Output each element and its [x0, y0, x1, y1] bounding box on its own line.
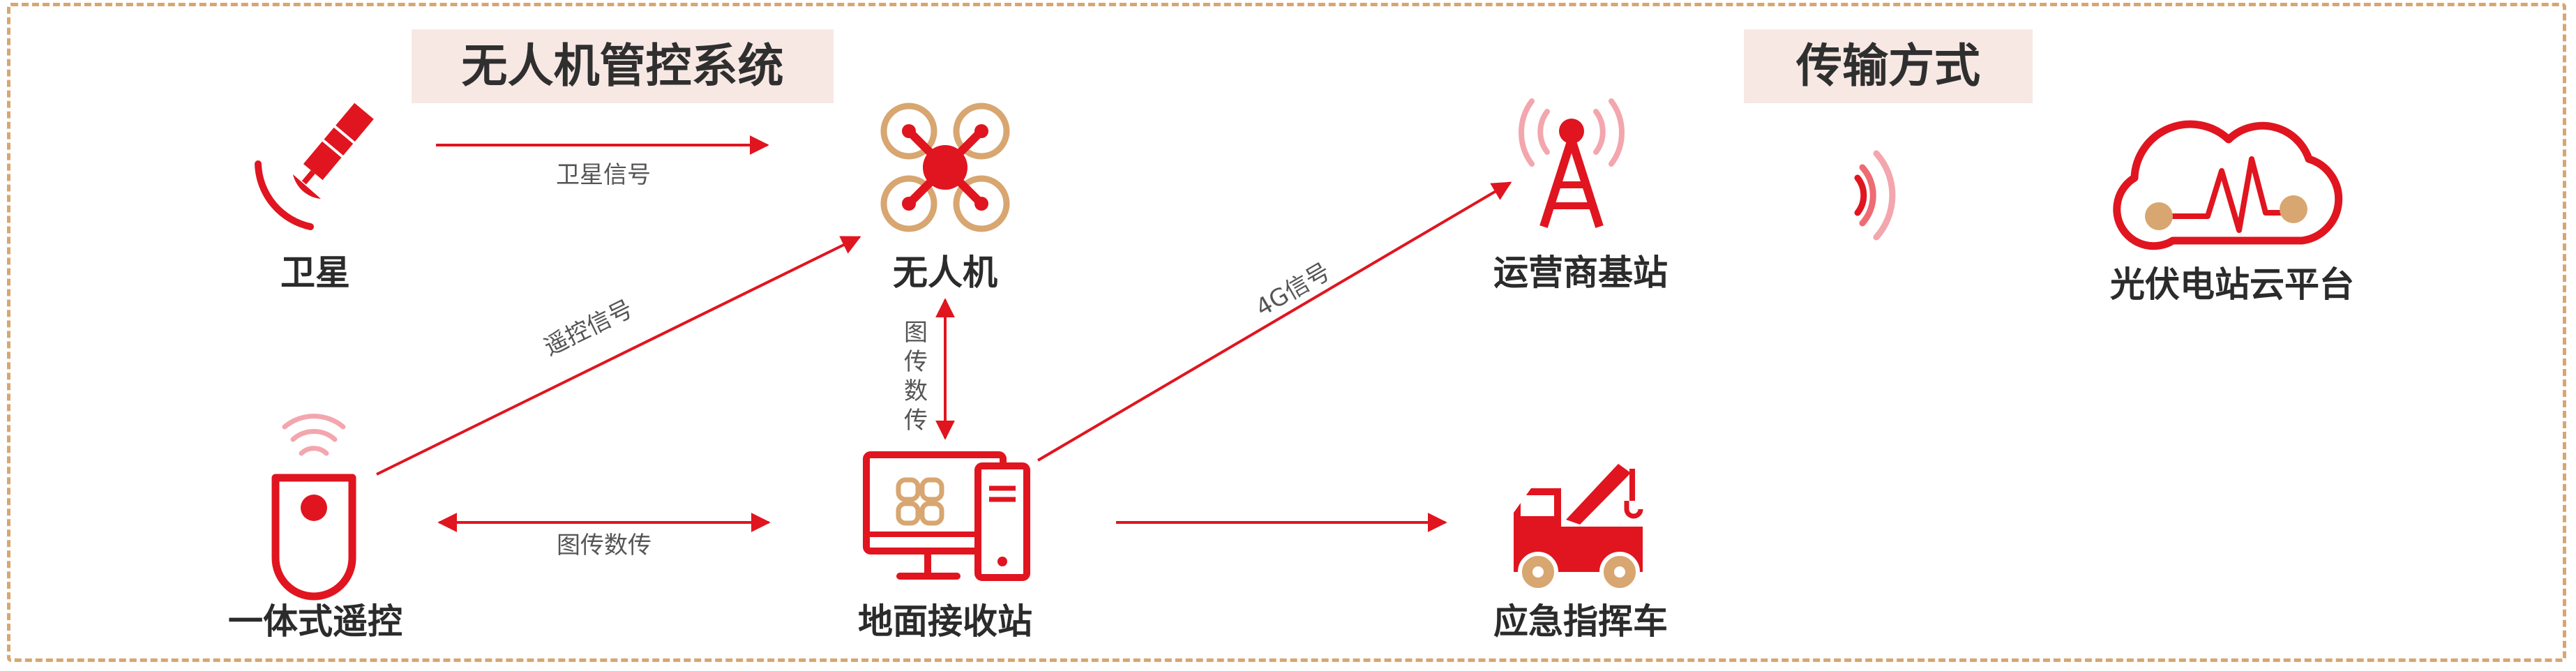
edge-remote-to-drone [376, 236, 861, 476]
node-label-cloud-platform: 光伏电站云平台 [2110, 264, 2354, 305]
node-label-drone: 无人机 [893, 252, 997, 293]
edge-label-image-transfer-vertical: 图传数传 [904, 319, 928, 435]
node-label-ground-station: 地面接收站 [858, 601, 1032, 642]
drone-icon [880, 103, 1010, 232]
node-label-command-vehicle: 应急指挥车 [1493, 601, 1668, 642]
edge-ground-to-basestation [1037, 181, 1512, 462]
cell-tower-icon [1519, 98, 1625, 228]
cloud-platform-icon [2113, 120, 2343, 250]
system-title-banner: 无人机管控系统 [412, 29, 834, 103]
rescue-truck-icon [1514, 464, 1643, 592]
node-label-base-station: 运营商基站 [1493, 252, 1668, 293]
edge-label-satellite-signal: 卫星信号 [556, 161, 651, 189]
node-label-satellite: 卫星 [280, 252, 350, 293]
dashed-frame [7, 3, 2566, 662]
satellite-icon [255, 103, 374, 230]
edge-label-image-transfer-horizontal: 图传数传 [557, 531, 651, 559]
computer-icon [863, 451, 1030, 581]
wireless-waves-icon [1854, 150, 1896, 241]
node-label-remote: 一体式遥控 [228, 601, 402, 642]
remote-control-icon [271, 414, 356, 601]
transmission-title-banner: 传输方式 [1744, 29, 2033, 103]
